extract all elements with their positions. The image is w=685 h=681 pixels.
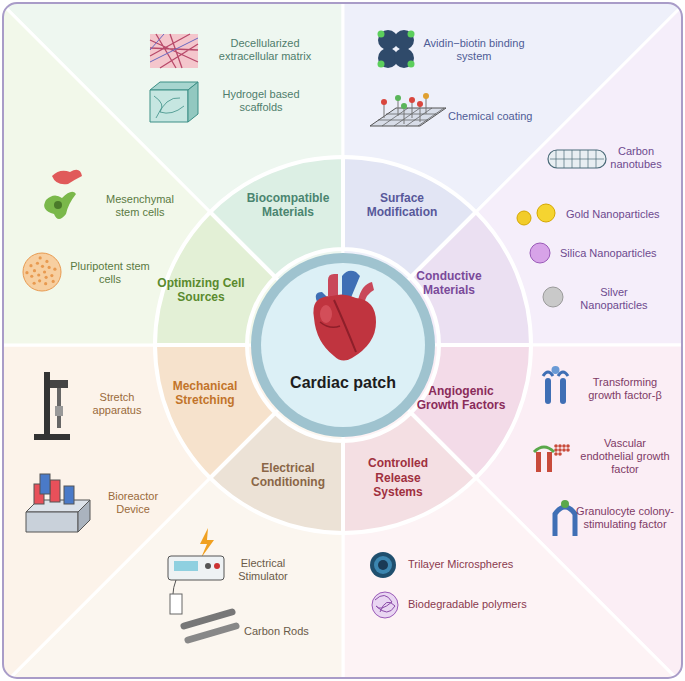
center-circle: Cardiac patch: [268, 374, 418, 392]
ecm-icon: [150, 34, 198, 68]
label-text: Mechanical Stretching: [156, 379, 254, 408]
label-text: Electrical Stimulator: [226, 557, 300, 583]
outer-sector-group: Decellularized extracellular matrixHydro…: [205, 37, 325, 114]
vegf-texture: [554, 452, 558, 456]
electrical-stimulator-icon: [168, 528, 224, 614]
cell-texture: [39, 256, 42, 259]
hydrogel-icon: [150, 82, 198, 122]
ring-segment-label: Conductive Materials: [400, 269, 498, 298]
trilayer-microsphere-icon: [370, 552, 396, 578]
outer-sector-group: Transforming growth factor-βVascular end…: [576, 376, 674, 531]
outer-sector-group: Avidin−biotin binding systemChemical coa…: [418, 37, 548, 123]
cell-texture: [53, 268, 56, 271]
silica-nanoparticle: [530, 243, 550, 263]
outer-sector-group: Electrical StimulatorCarbon Rods: [226, 557, 324, 638]
cell-texture: [41, 265, 44, 268]
outer-sector-group: Mesenchymal stem cellsPluripotent stem c…: [68, 193, 186, 286]
label-text: Bioreactor Device: [96, 490, 170, 516]
vegf-texture: [562, 444, 566, 448]
vegf-texture: [562, 448, 566, 452]
stretch-apparatus-icon: [34, 372, 70, 440]
cell-texture: [45, 276, 48, 279]
gold-nanoparticle: [517, 211, 531, 225]
mesenchymal-cell-icon: [44, 170, 82, 219]
label-text: Electrical Conditioning: [239, 461, 337, 490]
frame: [3, 3, 682, 678]
vegf-texture: [558, 448, 562, 452]
vegf-icon: [534, 444, 570, 472]
vegf-texture: [558, 444, 562, 448]
cell-texture: [45, 260, 48, 263]
ring-segment-label: Surface Modification: [353, 191, 451, 220]
center-ring: [251, 253, 435, 437]
outer-sector-group: Stretch apparatusBioreactor Device: [80, 391, 170, 516]
cell-texture: [33, 282, 36, 285]
label-text: Surface Modification: [353, 191, 451, 220]
ring-segment-label: Controlled Release Systems: [349, 456, 447, 499]
label-text: Stretch apparatus: [80, 391, 154, 417]
label-text: Hydrogel based scaffolds: [205, 88, 317, 114]
label-text: Chemical coating: [448, 110, 548, 123]
label-text: Trilayer Microspheres: [408, 558, 538, 571]
cell-texture: [52, 280, 55, 283]
carbon-nanotube-icon: [548, 150, 606, 168]
label-text: Controlled Release Systems: [349, 456, 447, 499]
cell-texture: [50, 274, 53, 277]
vegf-texture: [566, 448, 570, 452]
outer-sector-group: Carbon nanotubesGold NanoparticlesSilica…: [560, 145, 678, 312]
pluripotent-cell-icon: [23, 253, 61, 291]
ring-segment-label: Angiogenic Growth Factors: [412, 384, 510, 413]
carbon-rods-icon: [184, 612, 236, 640]
cell-texture: [48, 266, 51, 269]
label-text: Transforming growth factor-β: [576, 376, 674, 402]
cell-texture: [30, 275, 33, 278]
bioreactor-icon: [26, 474, 90, 532]
ring-segment-label: Optimizing Cell Sources: [152, 276, 250, 305]
label-text: Silica Nanoparticles: [560, 247, 672, 260]
outer-sector-group: Trilayer MicrospheresBiodegradable polym…: [408, 558, 538, 611]
label-text: Avidin−biotin binding system: [418, 37, 530, 63]
ring-segment-label: Electrical Conditioning: [239, 461, 337, 490]
cell-texture: [37, 273, 40, 276]
chemical-coating-icon: [370, 93, 446, 126]
label-text: Angiogenic Growth Factors: [412, 384, 510, 413]
biodegradable-polymer-icon: [372, 592, 398, 618]
label-text: Silver Nanoparticles: [572, 286, 656, 312]
center-disc: [261, 263, 425, 427]
label-text: Vascular endothelial growth factor: [576, 437, 674, 477]
cell-texture: [29, 264, 32, 267]
ring-segment-label: Mechanical Stretching: [156, 379, 254, 408]
avidin-biotin-icon: [378, 30, 415, 68]
cell-texture: [36, 262, 39, 265]
label-text: Conductive Materials: [400, 269, 498, 298]
silver-nanoparticle: [543, 287, 563, 307]
gold-nanoparticle: [537, 204, 555, 222]
heart-illustration: [313, 271, 376, 361]
label-text: Biocompatible Materials: [239, 191, 337, 220]
label-text: Optimizing Cell Sources: [152, 276, 250, 305]
cell-texture: [25, 271, 28, 274]
label-text: Carbon nanotubes: [606, 145, 666, 171]
vegf-texture: [566, 444, 570, 448]
label-text: Granulocyte colony-stimulating factor: [576, 505, 674, 531]
vegf-texture: [554, 444, 558, 448]
cell-texture: [38, 279, 41, 282]
ring-segment-label: Biocompatible Materials: [239, 191, 337, 220]
cell-texture: [44, 282, 47, 285]
label-text: Cardiac patch: [268, 374, 418, 392]
label-text: Gold Nanoparticles: [566, 208, 678, 221]
label-text: Pluripotent stem cells: [68, 260, 152, 286]
label-text: Carbon Rods: [244, 625, 324, 638]
label-text: Mesenchymal stem cells: [94, 193, 186, 219]
vegf-texture: [558, 452, 562, 456]
label-text: Decellularized extracellular matrix: [205, 37, 325, 63]
tgf-beta-icon: [543, 366, 568, 404]
gcsf-icon: [555, 500, 575, 536]
label-text: Biodegradable polymers: [408, 598, 538, 611]
cell-texture: [43, 270, 46, 273]
cell-texture: [33, 269, 36, 272]
vegf-texture: [554, 448, 558, 452]
